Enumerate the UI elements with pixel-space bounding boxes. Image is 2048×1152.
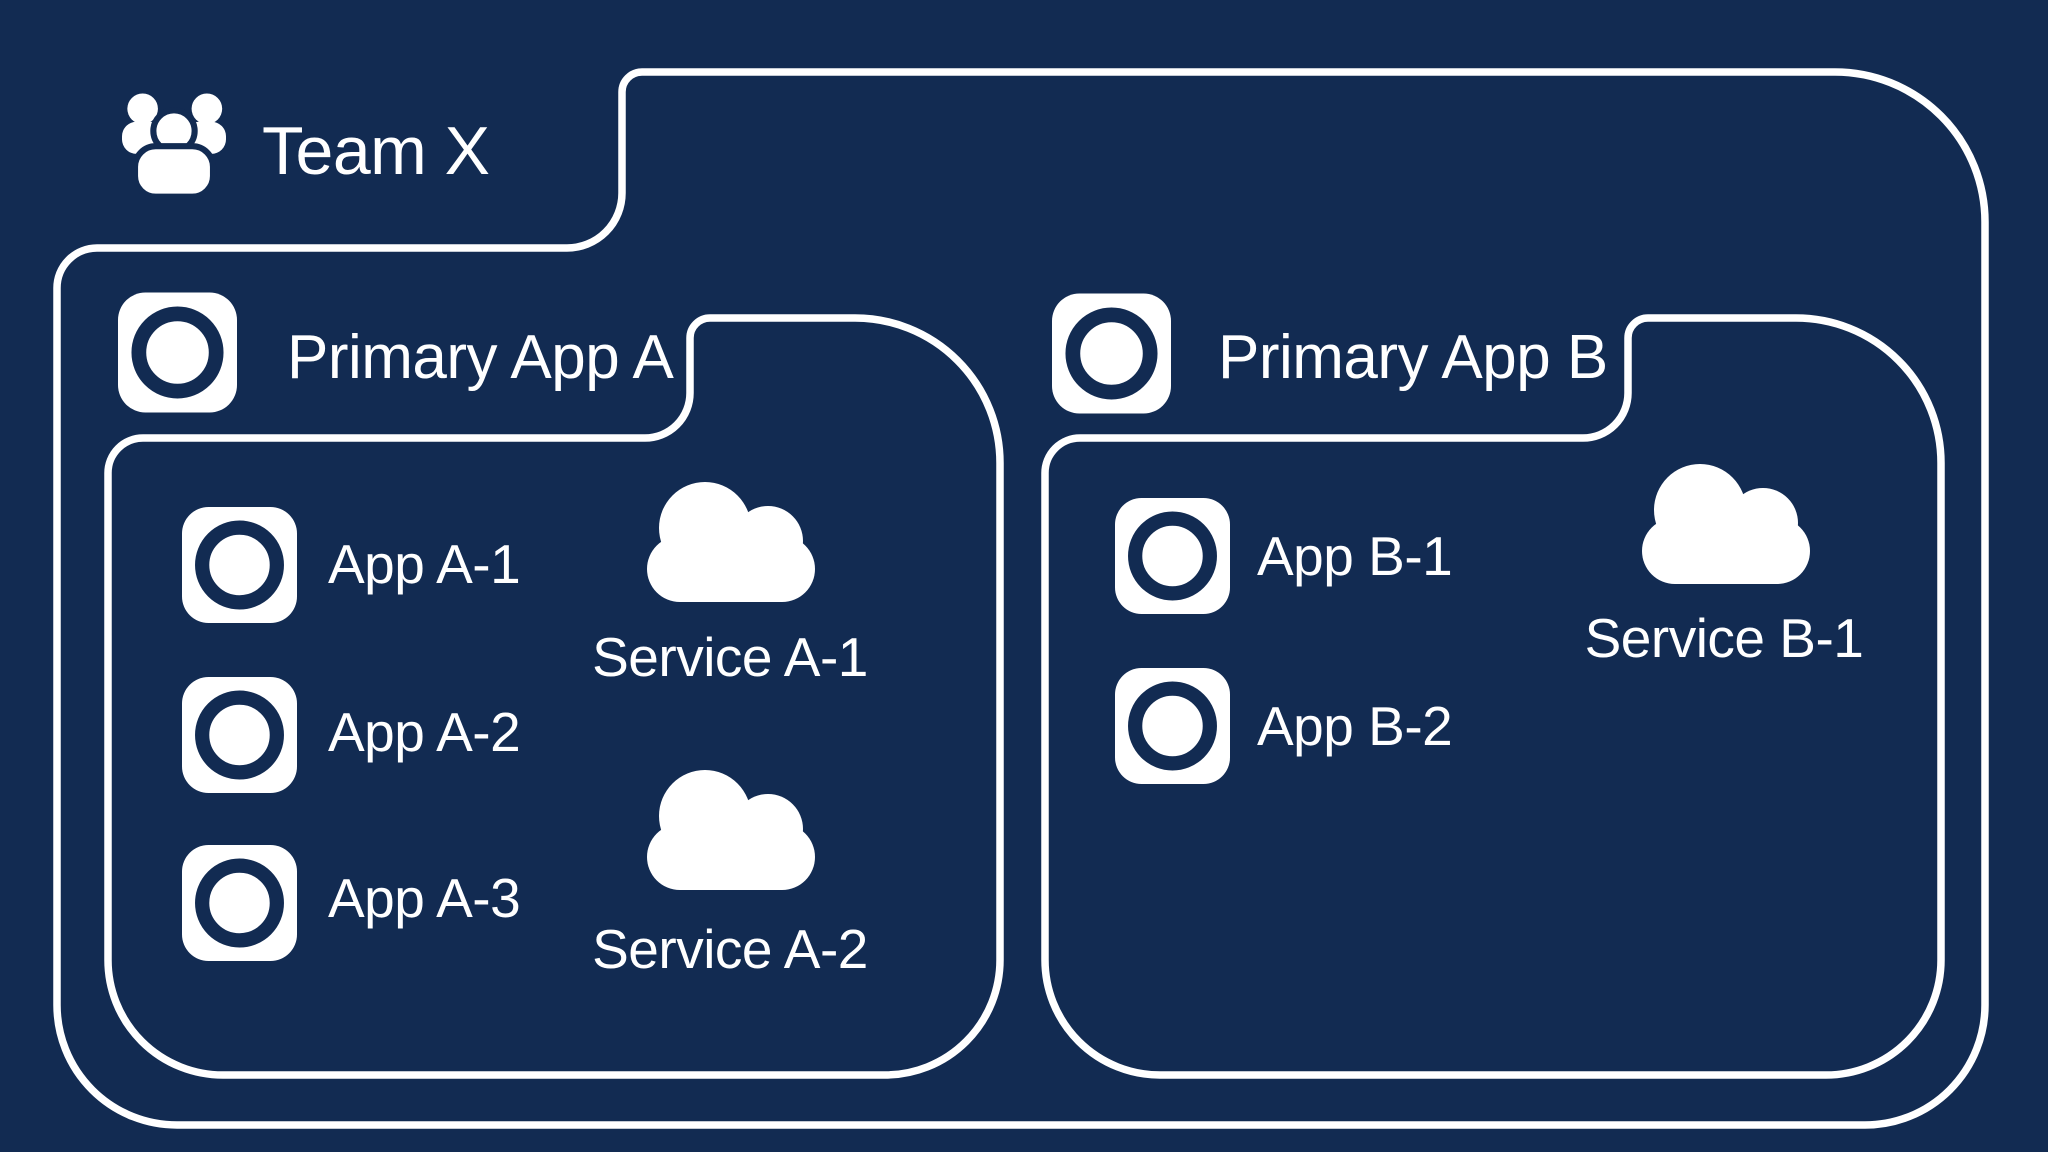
app-row: App A-1 bbox=[182, 507, 521, 623]
people-group-icon bbox=[122, 93, 226, 196]
service-label: Service A-2 bbox=[592, 918, 868, 980]
primary-app-a-label: Primary App A bbox=[287, 323, 674, 392]
app-icon bbox=[182, 677, 297, 793]
app-icon bbox=[182, 845, 297, 961]
team-container-outline bbox=[53, 68, 1989, 1129]
service-item: Service B-1 bbox=[1585, 464, 1864, 669]
cloud-icon bbox=[647, 482, 815, 602]
app-label: App A-3 bbox=[328, 867, 520, 929]
team-label: Team X bbox=[262, 113, 490, 189]
app-icon bbox=[1115, 668, 1230, 784]
cloud-icon bbox=[1642, 464, 1810, 584]
app-row: App A-2 bbox=[182, 677, 521, 793]
service-label: Service A-1 bbox=[592, 626, 868, 688]
app-icon bbox=[1115, 498, 1230, 614]
app-label: App B-2 bbox=[1257, 695, 1452, 757]
cloud-icon bbox=[647, 770, 815, 890]
app-icon bbox=[182, 507, 297, 623]
app-label: App A-1 bbox=[328, 533, 520, 595]
app-label: App B-1 bbox=[1257, 525, 1452, 587]
service-item: Service A-2 bbox=[592, 770, 868, 980]
app-row: App B-1 bbox=[1115, 498, 1453, 614]
primary-app-b-label: Primary App B bbox=[1218, 323, 1608, 392]
primary-app-b-icon bbox=[1052, 293, 1171, 413]
group-b-container-outline bbox=[1041, 314, 1945, 1079]
app-row: App B-2 bbox=[1115, 668, 1453, 784]
primary-app-a-icon bbox=[118, 292, 237, 412]
group-a-container-outline bbox=[104, 314, 1004, 1079]
app-row: App A-3 bbox=[182, 845, 521, 961]
app-label: App A-2 bbox=[328, 701, 520, 763]
service-item: Service A-1 bbox=[592, 482, 868, 688]
service-label: Service B-1 bbox=[1585, 607, 1864, 669]
